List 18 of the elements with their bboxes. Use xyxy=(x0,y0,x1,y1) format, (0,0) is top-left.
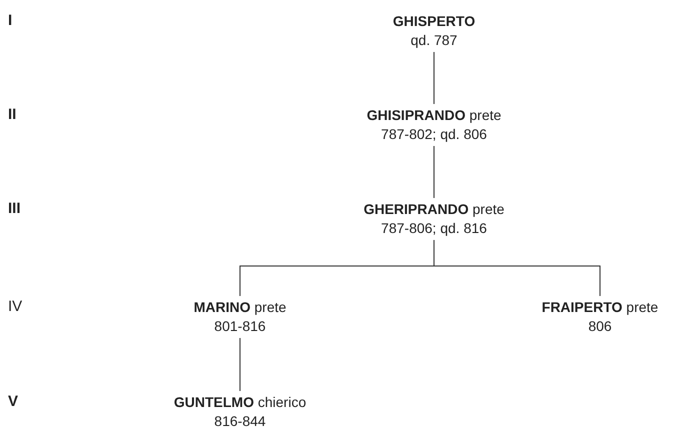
family-line xyxy=(434,240,600,296)
person-name: GHISPERTO xyxy=(392,12,476,31)
person-name: FRAIPERTO prete xyxy=(542,298,658,317)
date-text: 816-844 xyxy=(213,412,267,431)
date-text: 801-816 xyxy=(213,317,267,336)
person-name: GHERIPRANDO prete xyxy=(364,200,504,219)
generation-label: III xyxy=(8,200,21,217)
date-text: 787-802; qd. 806 xyxy=(380,125,488,144)
generation-label: V xyxy=(8,393,18,410)
date-text: qd. 787 xyxy=(410,31,458,50)
person-name: GUNTELMO chierico xyxy=(174,393,306,412)
date-text: 787-806; qd. 816 xyxy=(380,219,488,238)
generation-label: IV xyxy=(8,298,22,315)
generation-label: II xyxy=(8,106,16,123)
person-name: GHISIPRANDO prete xyxy=(366,106,502,125)
generation-label: I xyxy=(8,12,12,29)
person-name: MARINO prete xyxy=(194,298,286,317)
date-text: 806 xyxy=(587,317,613,336)
